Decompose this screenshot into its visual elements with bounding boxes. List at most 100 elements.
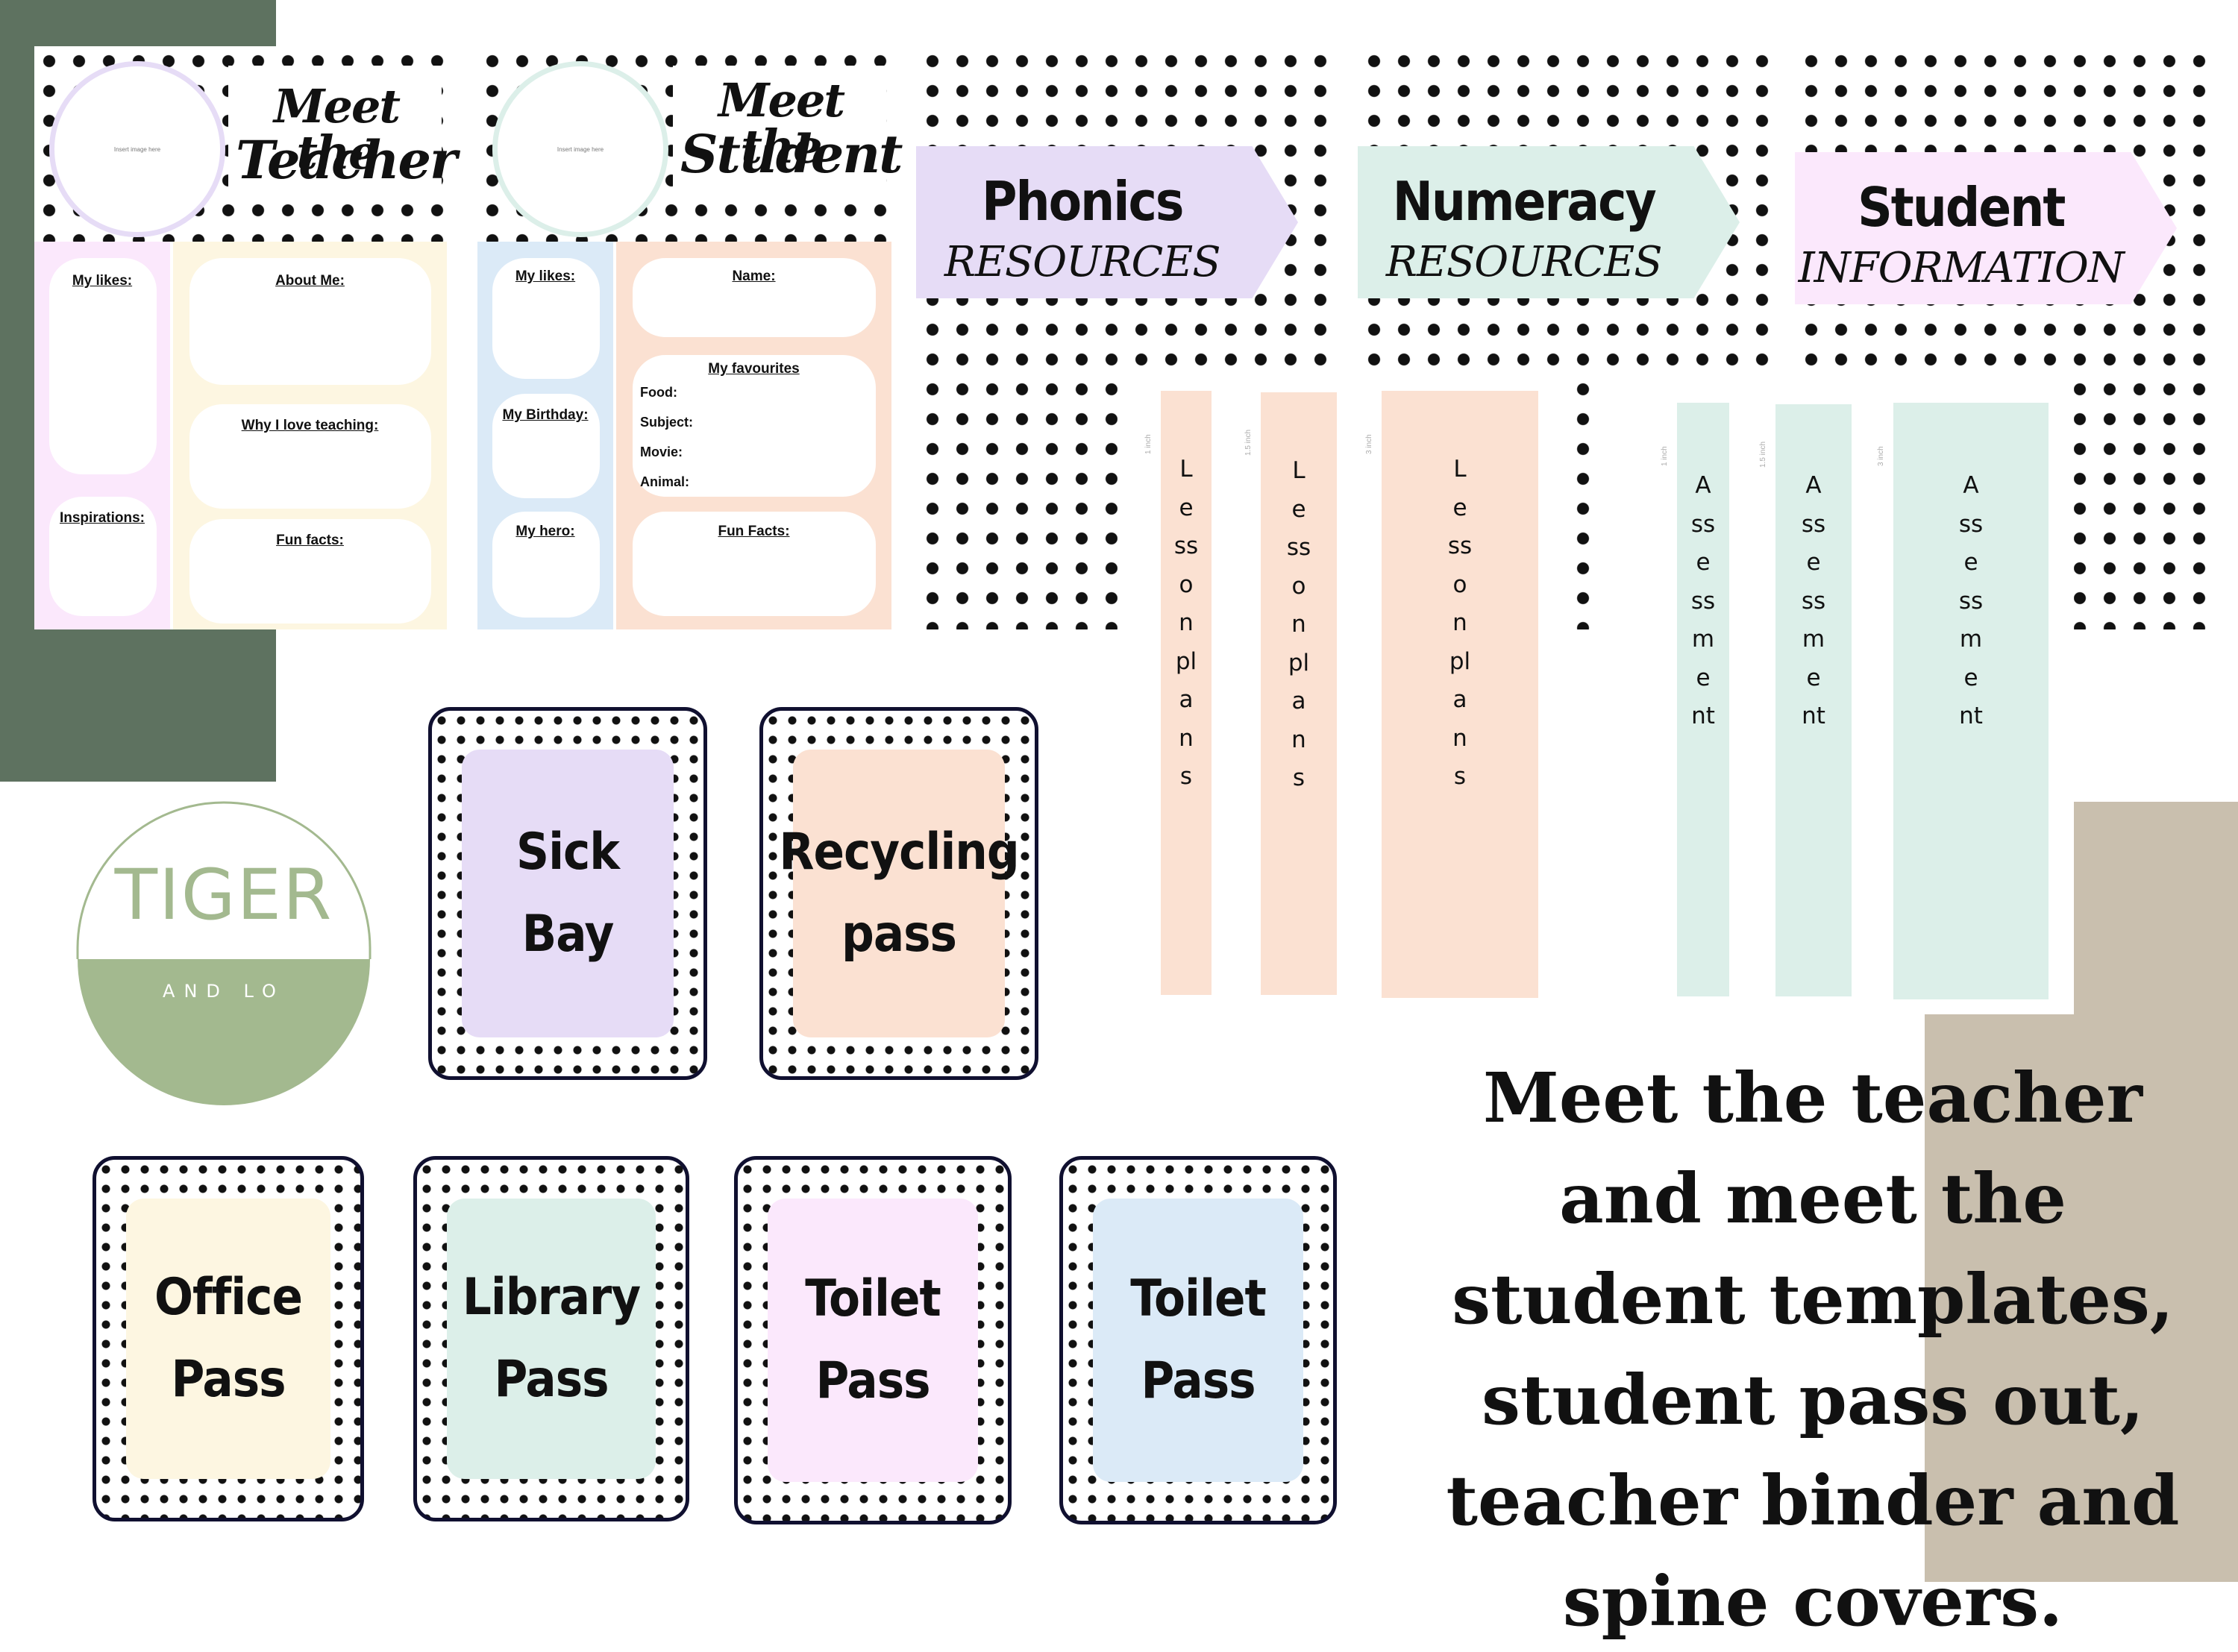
student-favourites-box[interactable]: [633, 355, 876, 497]
spine-assessment-3in: 3 inch Assessment: [1877, 403, 2049, 999]
pass-card-inner: Recycling pass: [779, 750, 1020, 1037]
spine-inner: 1 inch Assessment: [1661, 403, 1729, 996]
pass-card-line2: Pass: [171, 1350, 286, 1409]
student-fav-subject: Subject:: [640, 415, 694, 430]
numeracy-banner-subtitle: RESOURCES: [1385, 238, 1663, 286]
spine-text: Lesson plans: [1173, 456, 1209, 790]
phonics-banner-subtitle: RESOURCES: [944, 238, 1221, 286]
pass-card-inner: Toilet Pass: [1093, 1199, 1303, 1482]
pass-card-toilet-blue[interactable]: Toilet Pass: [1059, 1156, 1337, 1524]
logo-top-outline: [76, 801, 372, 949]
meet-the-teacher-template: Meet the Teacher Insert image here My li…: [34, 46, 457, 629]
spine-size-label: 3 inch: [1365, 434, 1373, 454]
student-name-box[interactable]: [633, 258, 876, 337]
pass-card-inner: Toilet Pass: [768, 1199, 978, 1482]
student-info-banner: Student INFORMATION: [1795, 152, 2177, 304]
spine-lesson-plans-1-5in: 1.5 inch Lesson plans: [1244, 392, 1337, 995]
student-likes-column: My likes: My Birthday: My hero:: [477, 242, 613, 629]
teacher-about-box[interactable]: [189, 258, 431, 385]
pass-card-line1: Library: [462, 1267, 641, 1327]
teacher-why-box[interactable]: [189, 404, 431, 509]
teacher-funfacts-label: Fun facts:: [276, 533, 344, 548]
spine-assessment-1in: 1 inch Assessment: [1661, 403, 1729, 996]
spine-assessment-1-5in: 1.5 inch Assessment: [1759, 404, 1852, 996]
student-name-label: Name:: [732, 268, 776, 284]
teacher-title-line1: Meet the: [273, 79, 401, 180]
student-hero-box[interactable]: [492, 512, 600, 618]
spine-inner: 3 inch Lesson plans: [1365, 391, 1538, 998]
student-info-banner-subtitle: INFORMATION: [1798, 244, 2125, 292]
pass-card-line2: pass: [841, 905, 957, 964]
tiger-and-lo-logo: TIGER AND LO: [76, 801, 372, 1105]
pass-card-line1: Recycling: [779, 822, 1019, 882]
numeracy-banner-title: Numeracy: [1392, 170, 1657, 233]
spine-inner: 1.5 inch Lesson plans: [1244, 392, 1337, 995]
pass-card-line1: Sick: [516, 822, 620, 882]
spine-lesson-plans-1in: 1 inch Lesson plans: [1144, 391, 1212, 995]
teacher-inspirations-box[interactable]: [49, 497, 157, 616]
student-info-column: Name: My favourites Food: Subject: Movie…: [616, 242, 891, 629]
student-hero-label: My hero:: [515, 524, 575, 539]
teacher-title-line2: Teacher: [236, 129, 457, 191]
logo-sub-text: AND LO: [163, 981, 285, 1002]
pass-card-office[interactable]: Office Pass: [93, 1156, 364, 1521]
spine-size-label: 1 inch: [1144, 434, 1153, 454]
product-caption: Meet the teacher and meet the student te…: [1446, 1058, 2180, 1642]
logo-bottom-fill: [78, 959, 370, 1105]
spine-text: Assessment: [1801, 472, 1826, 729]
student-likes-box[interactable]: [492, 258, 600, 379]
teacher-title-bg: [228, 66, 442, 194]
pass-card-recycling[interactable]: Recycling pass: [759, 707, 1038, 1080]
teacher-funfacts-box[interactable]: [189, 519, 431, 624]
student-birthday-box[interactable]: [492, 394, 600, 498]
pass-card-line2: Pass: [1141, 1351, 1256, 1410]
pass-card-line1: Toilet: [805, 1269, 941, 1328]
pass-card-line1: Office: [154, 1267, 303, 1327]
pass-card-line1: Toilet: [1130, 1269, 1266, 1328]
spine-size-label: 3 inch: [1877, 446, 1885, 466]
pass-card-toilet-pink[interactable]: Toilet Pass: [734, 1156, 1012, 1524]
tan-background-block-lower: [1925, 1011, 2238, 1582]
student-info-banner-title: Student: [1858, 176, 2066, 239]
pass-card-library[interactable]: Library Pass: [413, 1156, 689, 1521]
teacher-likes-box[interactable]: [49, 258, 157, 474]
student-funfacts-box[interactable]: [633, 512, 876, 616]
student-title-line1: Meet the: [718, 73, 845, 174]
spine-size-label: 1 inch: [1661, 446, 1669, 466]
student-title-bg: [673, 66, 886, 194]
spine-size-label: 1.5 inch: [1759, 441, 1767, 468]
teacher-photo-placeholder[interactable]: Insert image here: [49, 61, 225, 237]
spine-text: Assessment: [1958, 472, 1984, 729]
pass-card-inner: Library Pass: [447, 1199, 656, 1479]
pass-card-line2: Bay: [521, 905, 615, 964]
spine-inner: 3 inch Assessment: [1877, 403, 2049, 999]
student-favourites-label: My favourites: [708, 361, 800, 377]
spine-text: Assessment: [1690, 472, 1716, 729]
teacher-inspirations-label: Inspirations:: [59, 510, 145, 526]
student-title-line2: Student: [680, 123, 903, 185]
spine-text: Lesson plans: [1447, 456, 1482, 790]
teacher-likes-label: My likes:: [72, 273, 133, 289]
teacher-about-column: About Me: Why I love teaching: Fun facts…: [173, 242, 447, 629]
pass-card-sick-bay[interactable]: Sick Bay: [428, 707, 707, 1080]
meet-the-student-template: Meet the Student Insert image here My li…: [477, 46, 903, 629]
teacher-about-label: About Me:: [275, 273, 345, 289]
student-fav-animal: Animal:: [640, 474, 690, 489]
teacher-likes-column: My likes: Inspirations:: [34, 242, 170, 629]
pass-card-line2: Pass: [815, 1351, 930, 1410]
phonics-banner: Phonics RESOURCES: [916, 146, 1298, 298]
student-likes-label: My likes:: [515, 268, 576, 284]
student-photo-placeholder[interactable]: Insert image here: [492, 61, 668, 237]
teacher-photo-text: Insert image here: [113, 145, 161, 153]
student-birthday-label: My Birthday:: [502, 407, 589, 423]
pass-card-line2: Pass: [494, 1350, 609, 1409]
spine-inner: 1.5 inch Assessment: [1759, 404, 1852, 996]
logo-main-text: TIGER: [114, 855, 333, 936]
spine-lesson-plans-3in: 3 inch Lesson plans: [1365, 391, 1538, 998]
pass-card-inner: Office Pass: [126, 1199, 330, 1479]
spine-size-label: 1.5 inch: [1244, 429, 1253, 456]
student-funfacts-label: Fun Facts:: [718, 524, 790, 539]
student-photo-text: Insert image here: [557, 145, 604, 153]
spine-text: Lesson plans: [1286, 457, 1321, 791]
teacher-why-label: Why I love teaching:: [241, 418, 379, 433]
